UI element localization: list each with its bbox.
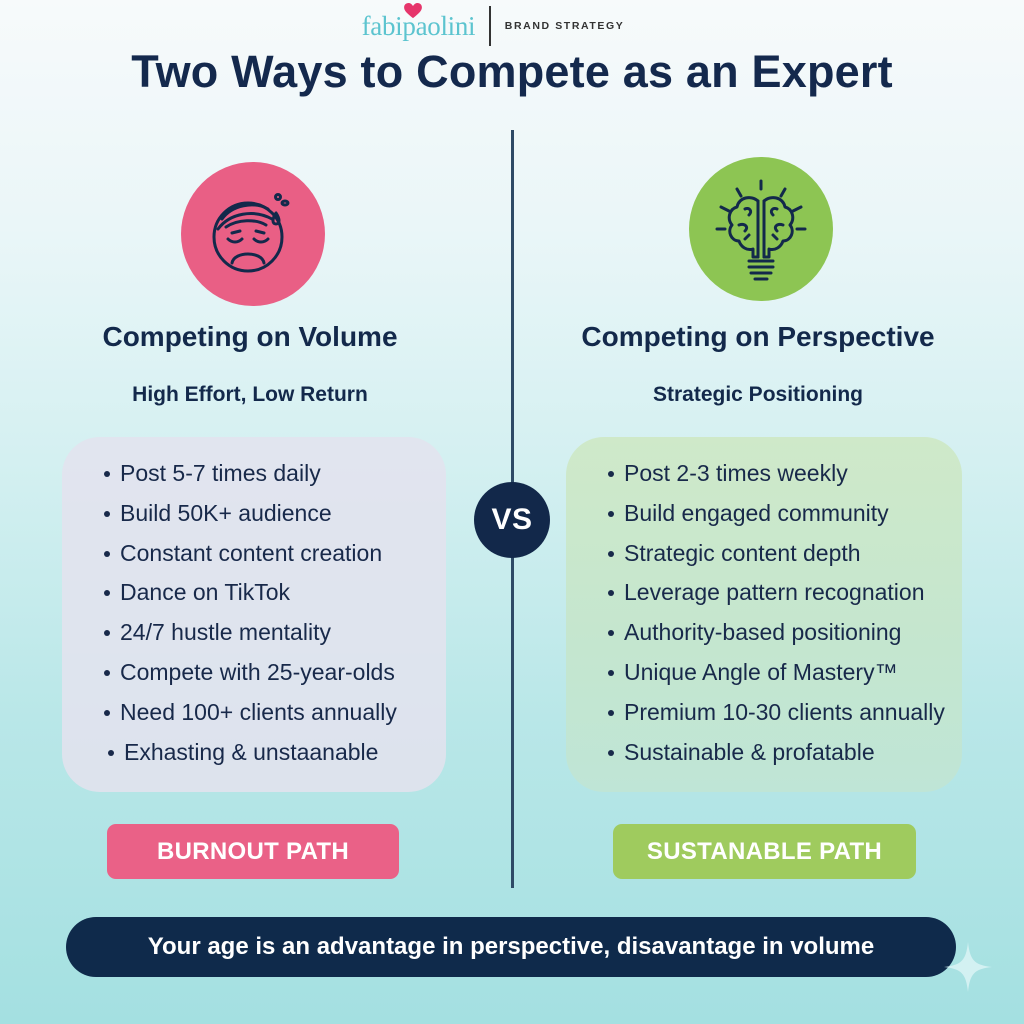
bullet-icon: [608, 471, 614, 477]
list-item: Unique Angle of Mastery™: [604, 658, 962, 698]
bullet-icon: [108, 749, 114, 756]
logo-divider: [489, 6, 491, 46]
list-item: Premium 10-30 clients annually: [604, 698, 962, 738]
list-item-text: Sustainable & profatable: [624, 738, 875, 765]
bullet-icon: [608, 510, 614, 517]
bullet-icon: [608, 669, 614, 676]
bullet-icon: [104, 550, 110, 557]
list-item: Post 5-7 times daily: [100, 459, 446, 499]
list-item-text: Build engaged community: [624, 499, 889, 526]
bullet-icon: [608, 709, 614, 716]
sustainable-path-badge: SUSTANABLE PATH: [613, 824, 916, 879]
list-item: Post 2-3 times weekly: [604, 459, 962, 499]
left-heading: Competing on Volume: [102, 321, 398, 352]
list-item-text: Exhasting & unstaanable: [124, 738, 379, 765]
list-item: Build engaged community: [604, 499, 962, 539]
logo-wordmark: fabipaolini: [361, 2, 476, 41]
list-item-text: 24/7 hustle mentality: [120, 619, 331, 646]
burnout-path-badge: BURNOUT PATH: [107, 824, 399, 879]
left-list: Post 5-7 times daily Build 50K+ audience…: [100, 459, 446, 777]
left-subheading: High Effort, Low Return: [132, 383, 368, 406]
logo-text: fabipaolini: [361, 10, 476, 41]
list-item-text: Constant content creation: [120, 539, 383, 566]
brain-lightbulb-icon: [715, 179, 807, 281]
list-item-text: Post 2-3 times weekly: [624, 460, 848, 486]
bullet-icon: [104, 630, 110, 637]
heart-icon: [403, 2, 422, 18]
list-item-text: Unique Angle of Mastery™: [624, 658, 898, 685]
left-icon-circle: [181, 162, 325, 306]
list-item: Exhasting & unstaanable: [100, 738, 446, 778]
list-item: Leverage pattern recognation: [604, 578, 962, 618]
vs-badge: VS: [474, 482, 550, 558]
bullet-icon: [104, 471, 110, 477]
list-item-text: Compete with 25-year-olds: [120, 658, 395, 685]
right-heading: Competing on Perspective: [581, 321, 935, 352]
brand-logo: fabipaolini BRAND STRATEGY: [0, 2, 1024, 48]
logo-tagline: BRAND STRATEGY: [504, 20, 625, 32]
list-item-text: Authority-based positioning: [624, 619, 902, 646]
list-item: Dance on TikTok: [100, 578, 446, 618]
bullet-icon: [608, 590, 614, 597]
bullet-icon: [104, 669, 110, 676]
list-item-text: Strategic content depth: [624, 539, 861, 566]
right-subheading: Strategic Positioning: [652, 383, 864, 406]
right-list: Post 2-3 times weekly Build engaged comm…: [604, 459, 962, 777]
list-item: Compete with 25-year-olds: [100, 658, 446, 698]
footer-message: Your age is an advantage in perspective,…: [66, 917, 956, 977]
bullet-icon: [104, 709, 110, 716]
list-item-text: Post 5-7 times daily: [120, 460, 321, 486]
sparkle-icon: [944, 942, 992, 992]
list-item: 24/7 hustle mentality: [100, 618, 446, 658]
list-item: Authority-based positioning: [604, 618, 962, 658]
list-item-text: Premium 10-30 clients annually: [624, 698, 945, 725]
right-icon-circle: [689, 157, 833, 301]
right-list-card: Post 2-3 times weekly Build engaged comm…: [566, 437, 962, 792]
bullet-icon: [608, 550, 614, 557]
list-item: Build 50K+ audience: [100, 499, 446, 539]
bullet-icon: [104, 510, 110, 517]
left-list-card: Post 5-7 times daily Build 50K+ audience…: [62, 437, 446, 792]
page-title: Two Ways to Compete as an Expert: [131, 46, 893, 97]
list-item: Constant content creation: [100, 539, 446, 579]
list-item: Strategic content depth: [604, 539, 962, 579]
list-item-text: Need 100+ clients annually: [120, 698, 397, 725]
bullet-icon: [104, 590, 110, 597]
bullet-icon: [608, 749, 614, 756]
list-item-text: Build 50K+ audience: [120, 499, 332, 526]
list-item-text: Dance on TikTok: [120, 579, 291, 606]
bullet-icon: [608, 630, 614, 637]
list-item: Need 100+ clients annually: [100, 698, 446, 738]
list-item-text: Leverage pattern recognation: [624, 579, 925, 606]
list-item: Sustainable & profatable: [604, 738, 962, 778]
stressed-face-icon: [212, 193, 290, 273]
